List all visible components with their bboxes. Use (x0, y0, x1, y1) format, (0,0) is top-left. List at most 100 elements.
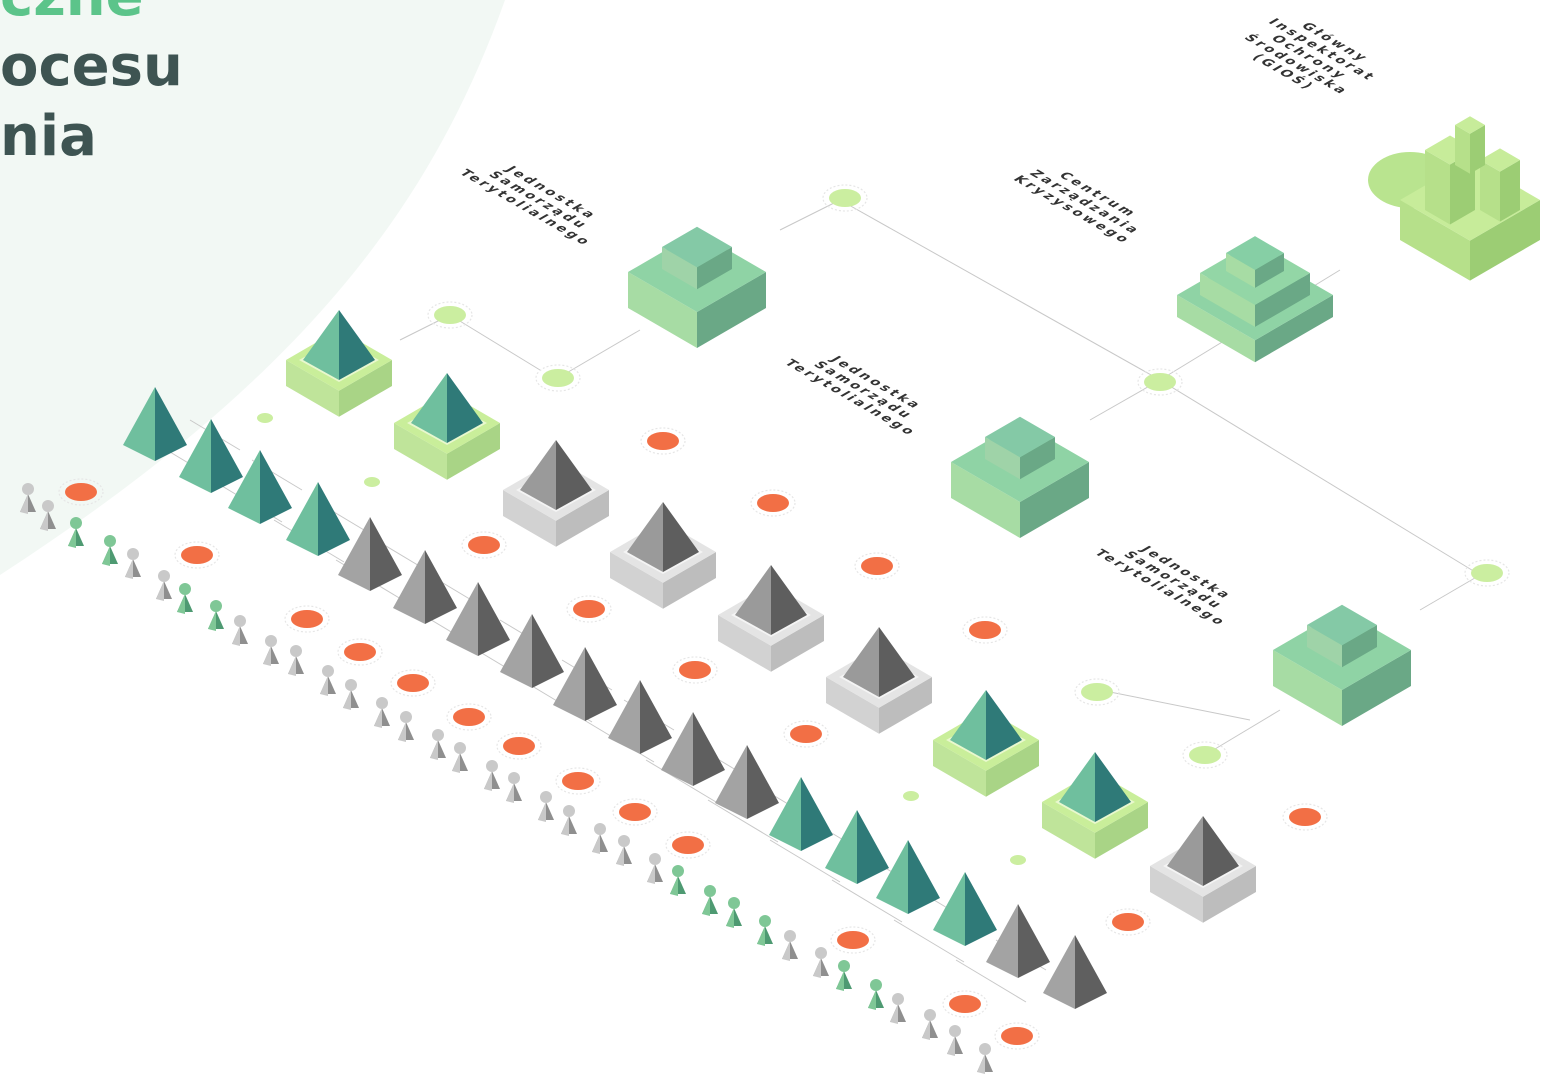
person-figure (813, 947, 829, 978)
crisis-center-building (1177, 236, 1333, 363)
person-figure (538, 791, 554, 822)
alert-node (181, 546, 213, 564)
node-ring (496, 732, 542, 760)
gray-pyramid (338, 517, 402, 591)
person-figure (20, 483, 36, 514)
status-node (1144, 373, 1176, 391)
alert-node (837, 931, 869, 949)
person-figure (430, 729, 446, 760)
node-ring (58, 478, 104, 506)
alert-node (969, 621, 1001, 639)
node-ring (446, 703, 492, 731)
small-node (257, 413, 273, 423)
small-node (364, 477, 380, 487)
alert-node (397, 674, 429, 692)
headline: czne ocesu nia (0, 0, 183, 210)
node-ring (750, 489, 796, 517)
status-node (434, 306, 466, 324)
gray-pyramid (500, 614, 564, 688)
connector-line (449, 314, 541, 371)
person-figure (977, 1043, 993, 1074)
green-pyramid (769, 777, 833, 851)
node-ring (640, 427, 686, 455)
node-ring (1137, 368, 1183, 396)
green-container (286, 310, 392, 417)
node-ring (962, 616, 1008, 644)
headline-line-3: nia (0, 104, 97, 169)
gray-container (503, 440, 609, 547)
alert-node (453, 708, 485, 726)
alert-node (1112, 913, 1144, 931)
node-ring (566, 595, 612, 623)
node-ring (854, 552, 900, 580)
person-figure (125, 548, 141, 579)
green-pyramid (228, 450, 292, 524)
green-pyramid (825, 810, 889, 884)
node-ring (612, 798, 658, 826)
person-figure (40, 500, 56, 531)
gray-container (610, 502, 716, 609)
gray-pyramid (986, 904, 1050, 978)
green-pyramid (286, 482, 350, 556)
node-ring (1464, 559, 1510, 587)
green-pyramid (876, 840, 940, 914)
node-ring (174, 541, 220, 569)
person-figure (102, 535, 118, 566)
gray-pyramid (1043, 935, 1107, 1009)
person-figure (947, 1025, 963, 1056)
green-container (1042, 752, 1148, 859)
person-figure (208, 600, 224, 631)
person-figure (506, 772, 522, 803)
alert-node (790, 725, 822, 743)
gray-container (718, 565, 824, 672)
connector-line (1099, 689, 1251, 721)
person-figure (263, 635, 279, 666)
person-figure (484, 760, 500, 791)
person-figure (670, 865, 686, 896)
gray-pyramid (715, 745, 779, 819)
gios-building (1368, 116, 1540, 281)
node-ring (555, 767, 601, 795)
gray-container (1150, 816, 1256, 923)
person-figure (177, 583, 193, 614)
person-figure (592, 823, 608, 854)
alert-node (619, 803, 651, 821)
connector-line (893, 919, 965, 963)
node-ring (783, 720, 829, 748)
node-ring (822, 184, 868, 212)
small-node (1010, 855, 1026, 865)
alert-node (672, 836, 704, 854)
person-figure (561, 805, 577, 836)
connector-line (779, 199, 841, 231)
node-ring (672, 656, 718, 684)
node-ring (1282, 803, 1328, 831)
alert-node (468, 536, 500, 554)
node-ring (337, 638, 383, 666)
gray-pyramid (446, 582, 510, 656)
alert-node (65, 483, 97, 501)
background-arc (0, 0, 505, 575)
node-ring (461, 531, 507, 559)
node-ring (665, 831, 711, 859)
connector-line (839, 199, 1161, 381)
connector-line (955, 959, 1027, 1003)
connector-line (1159, 379, 1481, 576)
alert-node (562, 772, 594, 790)
connector-line (1419, 574, 1481, 611)
person-figure (452, 742, 468, 773)
status-node (542, 369, 574, 387)
node-ring (830, 926, 876, 954)
alert-node (861, 557, 893, 575)
alert-node (573, 600, 605, 618)
green-pyramid (123, 387, 187, 461)
alert-node (949, 995, 981, 1013)
person-figure (868, 979, 884, 1010)
connector-line (831, 879, 903, 923)
node-ring (427, 301, 473, 329)
person-figure (890, 993, 906, 1024)
person-figure (398, 711, 414, 742)
connector-line (557, 329, 641, 379)
alert-node (679, 661, 711, 679)
alert-node (757, 494, 789, 512)
green-container (933, 690, 1039, 797)
